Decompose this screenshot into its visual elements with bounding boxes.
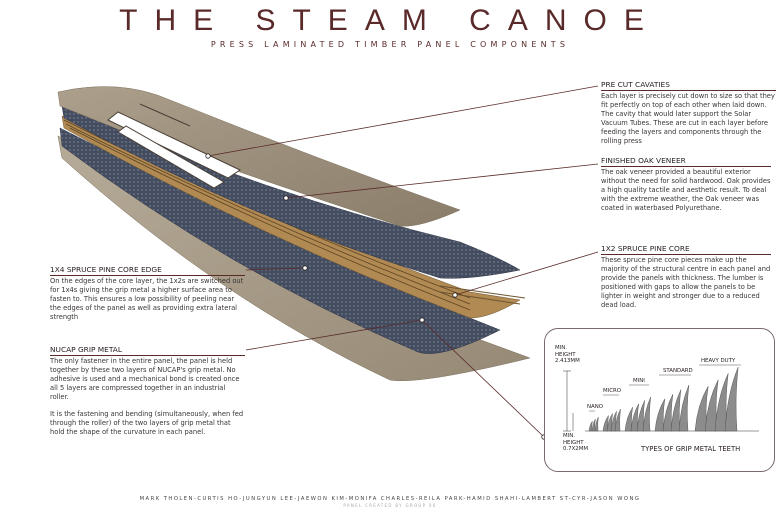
- grip-tooth: [614, 408, 621, 432]
- credits: MARK THOLEN-CURTIS HO-JUNGYUN LEE-JAEWON…: [139, 496, 641, 502]
- teeth-size-micro: MICRO: [603, 388, 621, 394]
- callout-dots: [205, 153, 547, 440]
- max-height-label: MIN. HEIGHT 2.413mm: [555, 345, 580, 364]
- callout-title: 1x2 SPRUCE PINE CORE: [601, 244, 771, 255]
- callout-text: Each layer is precisely cut down to size…: [601, 92, 775, 145]
- callout-1x4-pine-core-edge: 1x4 SPRUCE PINE CORE EDGE On the edges o…: [50, 265, 245, 322]
- callout-text: These spruce pine core pieces make up th…: [601, 256, 771, 309]
- grip-teeth-drawing: [563, 364, 759, 432]
- grip-tooth: [591, 419, 596, 432]
- grip-tooth: [588, 421, 593, 432]
- callout-precut-cavities: PRE CUT CAVATIES Each layer is precisely…: [601, 80, 776, 146]
- teeth-size-nano: NANO: [587, 404, 603, 410]
- page-title: THE STEAM CANOE: [119, 4, 661, 37]
- grip-tooth: [724, 366, 739, 432]
- upper-grip-metal-layer: [61, 105, 521, 279]
- callout-text: The oak veneer provided a beautiful exte…: [601, 168, 771, 212]
- grip-teeth-inset: MIN. HEIGHT 2.413mm MIN. HEIGHT 0.7x2mm …: [544, 328, 775, 472]
- callout-title: PRE CUT CAVATIES: [601, 80, 776, 91]
- callout-title: 1x4 SPRUCE PINE CORE EDGE: [50, 265, 245, 276]
- teeth-size-mini: MINI: [633, 378, 645, 384]
- credits-subline: PANEL CREATED BY GROUP 06: [343, 503, 437, 508]
- callout-oak-veneer: FINISHED OAK VENEER The oak veneer provi…: [601, 156, 771, 213]
- precut-cavities: [107, 103, 242, 189]
- page-subtitle: PRESS LAMINATED TIMBER PANEL COMPONENTS: [210, 40, 570, 49]
- min-height-label: MIN. HEIGHT 0.7x2mm: [563, 433, 588, 452]
- grip-tooth: [642, 396, 651, 432]
- teeth-caption: TYPES OF GRIP METAL TEETH: [641, 445, 741, 453]
- teeth-rows: [588, 366, 739, 432]
- callout-text: The only fastener in the entire panel, t…: [50, 357, 240, 401]
- leader-lines: [207, 85, 599, 438]
- grip-tooth: [594, 416, 599, 432]
- callout-text: On the edges of the core layer, the 1x2s…: [50, 277, 244, 321]
- grip-tooth: [678, 384, 690, 432]
- callout-nucap-grip-metal: NUCAP GRIP METAL The only fastener in th…: [50, 345, 245, 437]
- callout-title: NUCAP GRIP METAL: [50, 345, 245, 356]
- callout-text-2: It is the fastening and bending (simulta…: [50, 410, 244, 436]
- callout-1x2-pine-core: 1x2 SPRUCE PINE CORE These spruce pine c…: [601, 244, 771, 310]
- callout-title: FINISHED OAK VENEER: [601, 156, 771, 167]
- teeth-size-standard: STANDARD: [663, 368, 693, 374]
- teeth-size-heavy-duty: HEAVY DUTY: [701, 358, 736, 364]
